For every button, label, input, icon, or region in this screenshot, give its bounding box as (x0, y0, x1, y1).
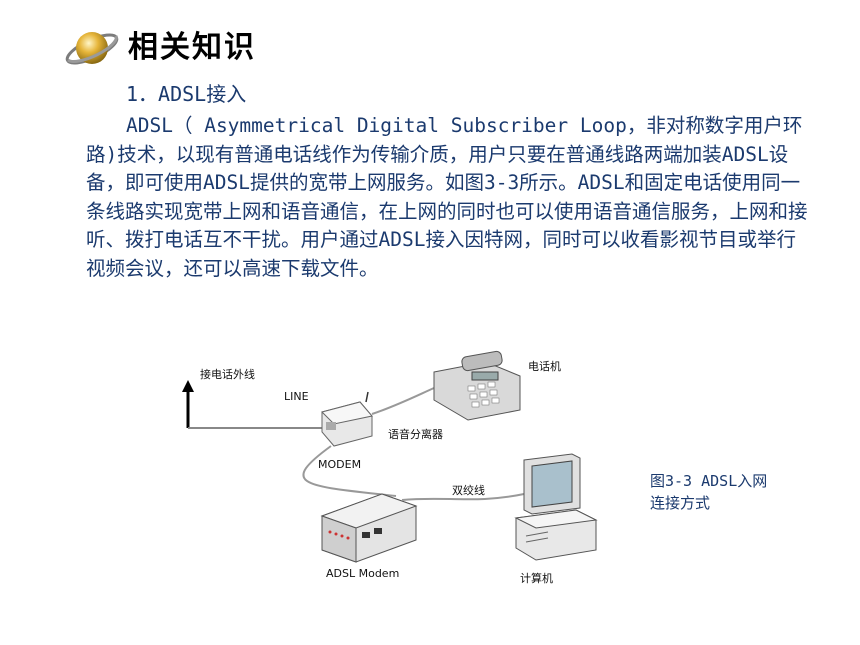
adsl-modem-label: ADSL Modem (326, 567, 399, 580)
page-title: 相关知识 (128, 30, 256, 65)
adsl-connection-diagram: 接电话外线 LINE 语音分离器 MODEM 电话机 ADSL Modem (182, 350, 598, 585)
external-line-arrow (182, 380, 327, 429)
computer-device (514, 453, 598, 561)
twisted-pair-label: 双绞线 (452, 483, 485, 497)
figure-caption: 图3-3 ADSL入网连接方式 (650, 472, 768, 512)
computer-label: 计算机 (520, 571, 553, 585)
telephone-device (433, 350, 521, 421)
section-heading: 1．ADSL接入 (126, 82, 247, 106)
line-port-label: LINE (284, 390, 309, 403)
external-line-label: 接电话外线 (200, 367, 255, 381)
adsl-modem-device (320, 493, 418, 563)
splitter-label: 语音分离器 (388, 427, 443, 441)
planet-icon (65, 32, 119, 65)
splitter-device (321, 391, 373, 447)
phone-label: 电话机 (528, 359, 561, 373)
body-paragraph: ADSL（ Asymmetrical Digital Subscriber Lo… (86, 114, 808, 280)
modem-port-label: MODEM (318, 458, 361, 471)
